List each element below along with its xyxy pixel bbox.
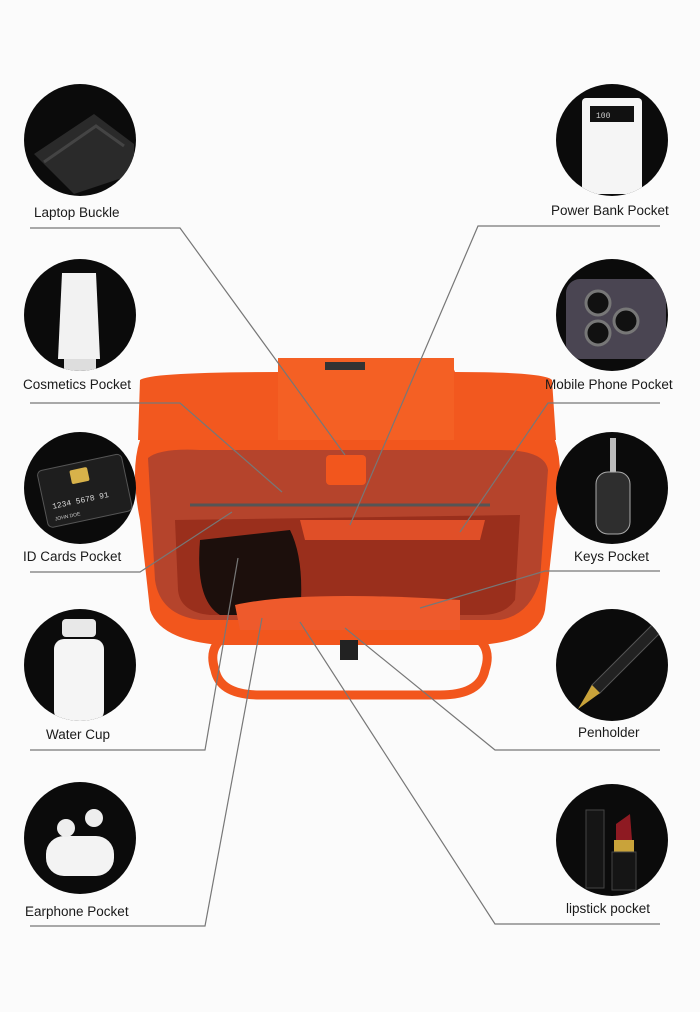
water-bottle-icon bbox=[24, 609, 136, 721]
label-keys-pocket: Keys Pocket bbox=[574, 549, 650, 564]
callout-line bbox=[30, 617, 263, 927]
callout-line bbox=[299, 621, 660, 925]
callout-line bbox=[349, 225, 660, 526]
id-card-icon: 1234 5678 91 JOHN DOE bbox=[24, 432, 136, 544]
velcro-strip-icon bbox=[24, 84, 136, 196]
fountain-pen-icon bbox=[556, 609, 668, 721]
callout-line bbox=[30, 402, 283, 493]
label-power-bank-pocket: Power Bank Pocket bbox=[551, 203, 669, 218]
power-bank-display: 100 bbox=[596, 112, 611, 121]
label-earphone-pocket: Earphone Pocket bbox=[25, 904, 129, 919]
label-laptop-buckle: Laptop Buckle bbox=[34, 205, 120, 220]
label-lipstick-pocket: lipstick pocket bbox=[566, 901, 651, 916]
cosmetic-tube-icon bbox=[24, 259, 136, 371]
callout-line bbox=[419, 570, 660, 609]
label-id-cards-pocket: ID Cards Pocket bbox=[23, 549, 122, 564]
label-mobile-phone-pocket: Mobile Phone Pocket bbox=[545, 377, 673, 392]
label-penholder: Penholder bbox=[578, 725, 640, 740]
smartphone-icon bbox=[556, 259, 668, 371]
power-bank-icon: 100 bbox=[556, 84, 668, 196]
callout-line bbox=[30, 557, 239, 751]
label-water-cup: Water Cup bbox=[46, 727, 111, 742]
lipstick-icon bbox=[556, 784, 668, 896]
car-key-icon bbox=[556, 432, 668, 544]
card-name: JOHN DOE bbox=[54, 511, 81, 522]
earbuds-icon bbox=[24, 782, 136, 894]
label-cosmetics-pocket: Cosmetics Pocket bbox=[23, 377, 132, 392]
callout-line bbox=[30, 227, 346, 456]
callout-line bbox=[344, 627, 660, 751]
callout-line bbox=[459, 402, 660, 533]
callout-line bbox=[30, 511, 233, 573]
